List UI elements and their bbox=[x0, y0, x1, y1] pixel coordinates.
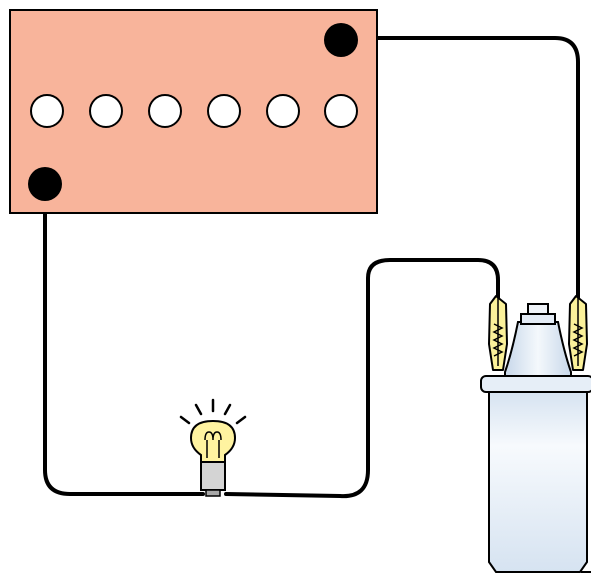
coil-tower bbox=[520, 313, 556, 325]
ignition-coil bbox=[480, 303, 591, 573]
light-bulb bbox=[179, 398, 247, 497]
wire-positive-to-coil bbox=[339, 36, 580, 314]
battery-terminal-negative bbox=[28, 167, 62, 201]
cell-cap bbox=[89, 94, 123, 128]
cell-cap bbox=[30, 94, 64, 128]
bulb-ray bbox=[235, 415, 247, 425]
bulb-base bbox=[200, 461, 226, 491]
bulb-ray bbox=[194, 403, 203, 416]
cell-cap bbox=[324, 94, 358, 128]
battery-terminal-positive bbox=[324, 23, 358, 57]
cell-cap bbox=[207, 94, 241, 128]
bulb-filament bbox=[204, 431, 222, 458]
coil-rim bbox=[480, 375, 591, 393]
alligator-clip-right bbox=[568, 295, 588, 371]
bulb-glass bbox=[189, 419, 237, 463]
bulb-contact bbox=[205, 489, 221, 497]
clip-spring bbox=[572, 323, 584, 357]
clip-spring bbox=[492, 323, 504, 357]
battery-cell-caps bbox=[30, 94, 358, 128]
bulb-rays bbox=[179, 398, 247, 425]
coil-terminal-post bbox=[527, 303, 549, 315]
coil-body bbox=[488, 391, 588, 573]
alligator-clip-left bbox=[488, 295, 508, 371]
battery bbox=[9, 9, 378, 214]
wires bbox=[43, 36, 580, 499]
bulb-ray bbox=[223, 403, 232, 416]
wire-bulb-to-coil bbox=[224, 258, 500, 499]
wire-negative-to-bulb bbox=[43, 182, 205, 496]
cell-cap bbox=[148, 94, 182, 128]
battery-body bbox=[9, 9, 378, 214]
bulb-ray bbox=[179, 415, 191, 425]
cell-cap bbox=[266, 94, 300, 128]
coil-top-dome bbox=[504, 321, 572, 377]
